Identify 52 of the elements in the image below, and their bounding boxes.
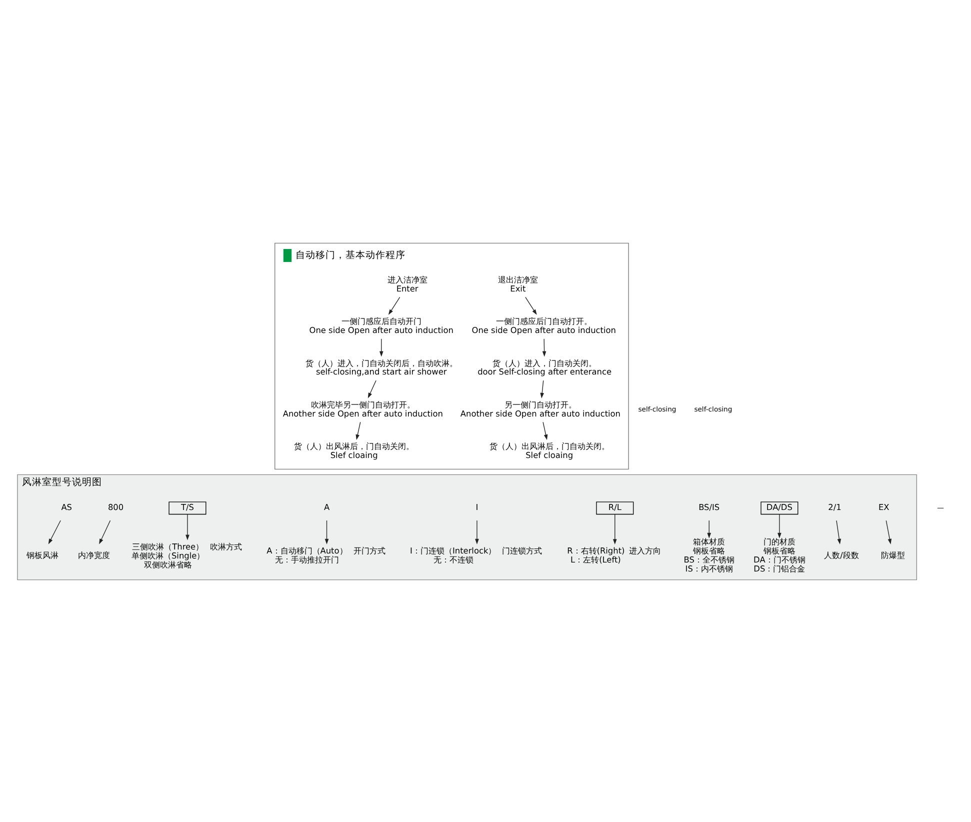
node-text: 钢板风淋	[26, 550, 59, 560]
node-box: T/S	[168, 501, 206, 514]
node-label: 吹淋方式	[210, 540, 242, 551]
node-text: 货（人）进入，门自动关闭后，自动吹淋。 self-closing,and start air shower	[305, 357, 458, 376]
arrow	[99, 520, 111, 544]
node-text: 人数/段数	[824, 550, 859, 560]
node-text: 防爆型	[880, 550, 905, 560]
node-text: 货（人）出风淋后，门自动关闭。 Slef cloaing	[294, 440, 414, 460]
node-text: 货（人）出风淋后，门自动关闭。 Slef cloaing	[489, 440, 610, 460]
node-text: 内净宽度	[78, 550, 110, 560]
arrow	[612, 513, 617, 544]
node-text: 2/1	[828, 502, 842, 512]
arrow	[886, 520, 892, 544]
node-text: 吹淋完毕另一侧门自动打开。 Another side Open after auto induction	[282, 398, 443, 418]
arrow	[356, 421, 361, 440]
node-text: 一侧门感应后自动开门 One side Open after auto induction	[309, 316, 454, 335]
arrow	[379, 338, 384, 356]
arrow	[475, 520, 479, 544]
arrow	[368, 380, 376, 398]
arrow	[542, 338, 546, 356]
node-text: A	[324, 502, 330, 512]
node-text: 门的材质 钢板省略 DA：门不锈钢 DS：门铝合金	[754, 536, 806, 573]
node-box: R/L	[596, 501, 634, 514]
node-text: 800	[108, 502, 124, 512]
node-text: 箱体材质 钢板省略 BS：全不锈钢 IS：内不锈钢	[684, 536, 734, 573]
node-text: AS	[61, 502, 72, 512]
node-text: 另一侧门自动打开。 Another side Open after auto induction	[460, 398, 621, 418]
arrow	[48, 520, 61, 544]
arrow	[778, 513, 782, 538]
arrow	[186, 513, 190, 540]
node-label: 进入方向	[629, 545, 662, 556]
node-text: 货（人）进入，门自动关闭。 door Self-closing after enterance	[478, 357, 612, 376]
arrow	[324, 520, 329, 544]
node-text: A：自动移门（Auto） 无：手动推拉开门	[266, 545, 348, 564]
node-text: 退出洁净室 Exit	[498, 274, 538, 293]
node-text: I：门连锁（Interlock） 无：不连锁	[410, 545, 496, 564]
node-text: 三侧吹淋（Three） 单侧吹淋（Single） 双侧吹淋省略	[131, 540, 205, 569]
node-label: 门连锁方式	[502, 545, 542, 556]
node-text: EX	[878, 502, 890, 512]
node-box: DA/DS	[760, 501, 798, 514]
node-text: 进入洁净室 Enter	[387, 274, 428, 293]
arrow	[836, 520, 842, 544]
arrow	[707, 520, 712, 538]
node-label: 开门方式	[353, 545, 386, 556]
arrow	[540, 380, 544, 398]
arrow	[542, 421, 548, 440]
arrow	[388, 296, 400, 314]
node-text: R：右转(Right) L：左转(Left)	[567, 545, 625, 564]
node-text: 一侧门感应后门自动打开。 One side Open after auto induction	[472, 316, 616, 335]
arrow	[525, 296, 537, 314]
node-text: BS/IS	[698, 502, 720, 512]
node-text: I	[476, 502, 478, 512]
